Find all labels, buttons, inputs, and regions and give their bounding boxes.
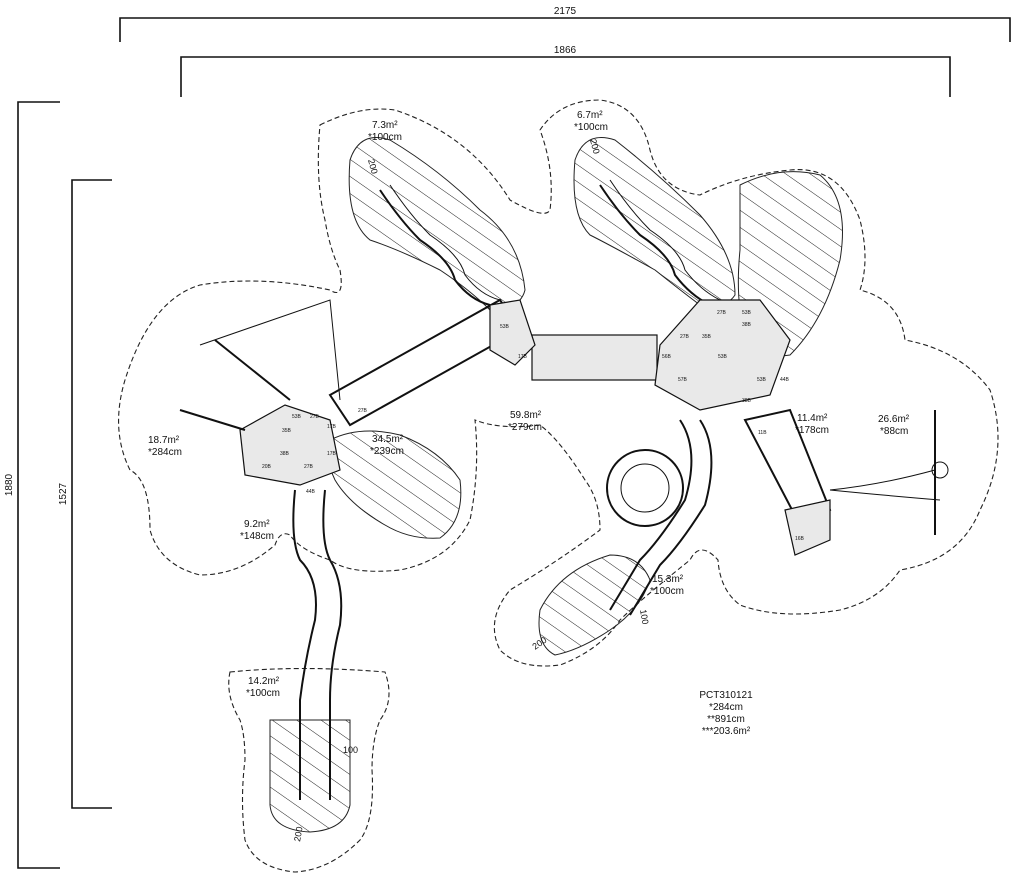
zone-height: *100cm: [368, 132, 402, 143]
deck-label: 27B: [680, 334, 690, 340]
deck-label: 35B: [702, 334, 712, 340]
zone-area: 26.6m²: [878, 414, 910, 425]
deck-label: 53B: [500, 324, 510, 330]
inner-width-label: 1866: [554, 45, 577, 56]
zone-height: *239cm: [370, 446, 404, 457]
deck-label: 27B: [310, 414, 320, 420]
zone-height: *100cm: [574, 122, 608, 133]
dim-label: 200: [366, 158, 380, 175]
product-total-area: ***203.6m²: [702, 726, 751, 737]
zone-area: 7.3m²: [372, 120, 398, 131]
safety-zones: [118, 99, 999, 873]
deck-label: 38B: [742, 322, 752, 328]
product-summary: PCT310121 *284cm **891cm ***203.6m²: [699, 690, 753, 737]
zone-area: 6.7m²: [577, 110, 603, 121]
deck-label: 17B: [518, 354, 528, 360]
deck-label: 53B: [292, 414, 302, 420]
dim-label: 200: [588, 138, 602, 155]
zone-area: 34.5m²: [372, 434, 404, 445]
deck-label: 53B: [742, 310, 752, 316]
dim-label: 200: [292, 826, 304, 843]
zone-height: *284cm: [148, 447, 182, 458]
product-perimeter: **891cm: [707, 714, 745, 725]
deck-label: 38B: [280, 451, 290, 457]
zone-area: 14.2m²: [248, 676, 280, 687]
product-max-height: *284cm: [709, 702, 743, 713]
deck-label: 53B: [757, 377, 767, 383]
deck-label: 16B: [795, 536, 805, 542]
zone-area: 11.4m²: [797, 413, 828, 424]
deck-label: 53B: [718, 354, 728, 360]
deck-label: 44B: [306, 489, 316, 495]
zone-height: *178cm: [795, 425, 829, 436]
deck-label: 11B: [758, 430, 767, 436]
deck-label: 27B: [358, 408, 368, 414]
deck-label: 38B: [742, 398, 752, 404]
deck-module-labels: 53B 27B 35B 17B 38B 17B 20B 27B 44B 27B …: [262, 310, 805, 542]
zone-height: *100cm: [650, 586, 684, 597]
overall-height-label: 1880: [4, 473, 15, 496]
deck-label: 20B: [262, 464, 272, 470]
deck-label: 17B: [327, 451, 337, 457]
dim-label: 100: [343, 745, 358, 755]
zone-height: *279cm: [508, 422, 542, 433]
dim-label: 100: [638, 609, 650, 626]
zone-labels: 7.3m² *100cm 6.7m² *100cm 18.7m² *284cm …: [148, 110, 910, 699]
inner-height-label: 1527: [58, 482, 69, 505]
product-code: PCT310121: [699, 690, 753, 701]
zone-area: 59.8m²: [510, 410, 542, 421]
zone-height: *88cm: [880, 426, 908, 437]
zone-area: 18.7m²: [148, 435, 180, 446]
equipment-structure: [179, 179, 949, 800]
overall-width-label: 2175: [554, 6, 577, 17]
zone-area: 9.2m²: [244, 519, 270, 530]
zone-height: *148cm: [240, 531, 274, 542]
deck-label: 27B: [717, 310, 727, 316]
dimension-lines: [17, 17, 1011, 869]
deck-label: 35B: [282, 428, 292, 434]
deck-label: 27B: [304, 464, 314, 470]
deck-label: 17B: [327, 424, 337, 430]
zone-area: 15.3m²: [652, 574, 684, 585]
deck-label: 56B: [662, 354, 672, 360]
hatched-areas: [269, 137, 843, 833]
deck-label: 57B: [678, 377, 688, 383]
deck-label: 44B: [780, 377, 790, 383]
zone-height: *100cm: [246, 688, 280, 699]
